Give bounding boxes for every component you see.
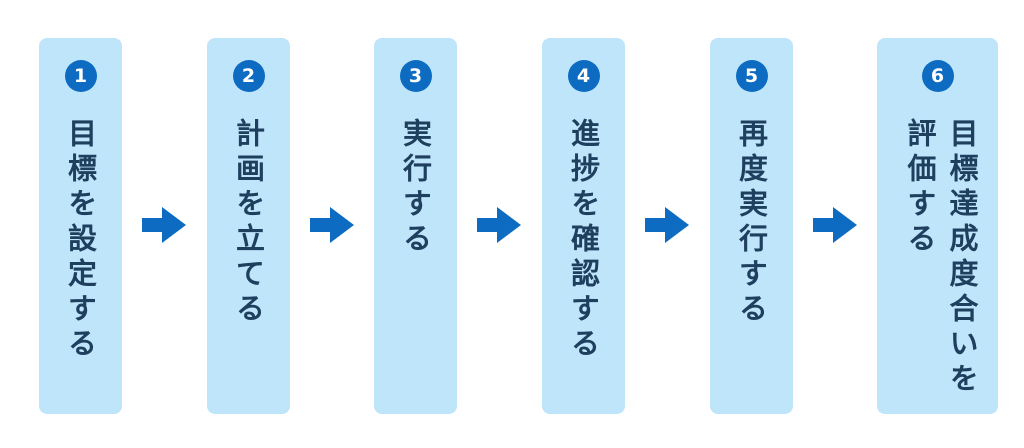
step-label: 目標達成度合いを 評価する <box>903 118 979 398</box>
step-label: 実行する <box>398 118 433 258</box>
step-number-badge: 5 <box>735 60 768 92</box>
step-number-badge: 3 <box>399 60 432 92</box>
step-number-badge: 1 <box>64 60 97 92</box>
step-label: 計画を立てる <box>231 118 266 328</box>
step-card-5: 5 再度実行する <box>710 38 793 414</box>
step-number-badge: 6 <box>921 60 954 92</box>
step-label: 目標を設定する <box>63 118 98 363</box>
step-card-1: 1 目標を設定する <box>39 38 122 414</box>
step-card-6: 6 目標達成度合いを 評価する <box>877 38 998 414</box>
right-arrow-icon <box>645 207 689 243</box>
right-arrow-icon <box>310 207 354 243</box>
step-card-2: 2 計画を立てる <box>207 38 290 414</box>
step-number-badge: 4 <box>567 60 600 92</box>
step-card-3: 3 実行する <box>374 38 457 414</box>
step-label: 進捗を確認する <box>566 118 601 363</box>
step-label: 再度実行する <box>734 118 769 328</box>
step-number-badge: 2 <box>232 60 265 92</box>
right-arrow-icon <box>142 207 186 243</box>
step-card-4: 4 進捗を確認する <box>542 38 625 414</box>
right-arrow-icon <box>477 207 521 243</box>
right-arrow-icon <box>813 207 857 243</box>
